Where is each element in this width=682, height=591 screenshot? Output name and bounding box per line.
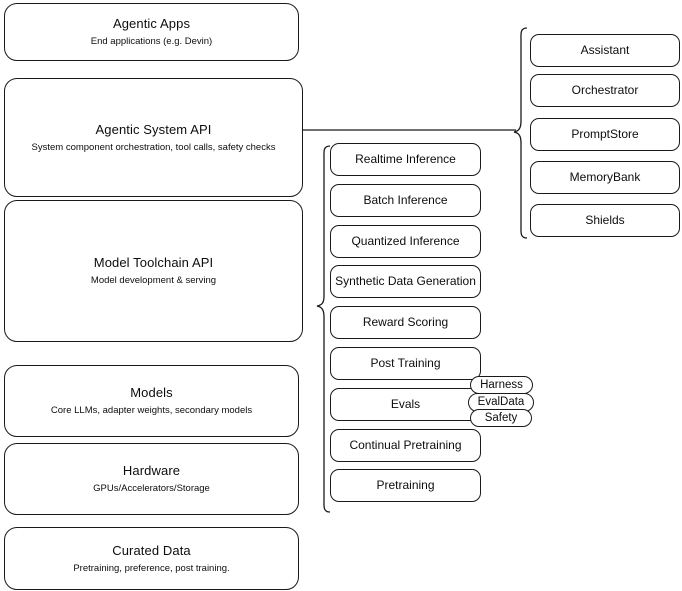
component-promptstore[interactable]: PromptStore	[530, 118, 680, 151]
component-shields[interactable]: Shields	[530, 204, 680, 237]
component-post-training[interactable]: Post Training	[330, 347, 481, 380]
component-assistant[interactable]: Assistant	[530, 34, 680, 67]
component-label: Continual Pretraining	[349, 438, 462, 452]
badge-label: Harness	[480, 378, 523, 391]
layer-subtitle: Core LLMs, adapter weights, secondary mo…	[50, 405, 253, 416]
layer-title: Agentic System API	[95, 121, 212, 137]
system-components-brace	[513, 27, 528, 239]
toolchain-components-brace	[316, 145, 331, 513]
component-batch-inference[interactable]: Batch Inference	[330, 184, 481, 217]
component-label: Post Training	[370, 356, 441, 370]
layer-title: Models	[130, 385, 173, 400]
component-label: Assistant	[580, 43, 630, 57]
layer-models[interactable]: Models Core LLMs, adapter weights, secon…	[4, 365, 299, 437]
badge-harness[interactable]: Harness	[470, 376, 533, 394]
component-reward-scoring[interactable]: Reward Scoring	[330, 306, 481, 339]
component-realtime-inference[interactable]: Realtime Inference	[330, 143, 481, 176]
layer-model-toolchain-api[interactable]: Model Toolchain API Model development & …	[4, 200, 303, 342]
component-label: Shields	[585, 213, 625, 227]
component-label: Orchestrator	[571, 83, 639, 97]
layer-title: Curated Data	[112, 542, 191, 558]
layer-subtitle: System component orchestration, tool cal…	[31, 141, 276, 153]
component-evals[interactable]: Evals	[330, 388, 481, 421]
component-label: MemoryBank	[569, 170, 641, 184]
component-quantized-inference[interactable]: Quantized Inference	[330, 225, 481, 258]
component-orchestrator[interactable]: Orchestrator	[530, 74, 680, 107]
component-memorybank[interactable]: MemoryBank	[530, 161, 680, 194]
layer-subtitle: End applications (e.g. Devin)	[90, 36, 213, 47]
layer-subtitle: Model development & serving	[90, 275, 217, 286]
layer-title: Hardware	[122, 463, 181, 478]
component-label: Reward Scoring	[362, 315, 449, 329]
layer-subtitle: GPUs/Accelerators/Storage	[93, 483, 210, 494]
component-synthetic-data-generation[interactable]: Synthetic Data Generation	[330, 265, 481, 298]
component-label: Quantized Inference	[351, 234, 460, 248]
component-label: Evals	[390, 397, 421, 411]
badge-label: Safety	[484, 411, 518, 424]
badge-label: EvalData	[477, 396, 525, 408]
layer-title: Model Toolchain API	[93, 255, 214, 270]
layer-curated-data[interactable]: Curated Data Pretraining, preference, po…	[4, 527, 299, 590]
component-label: Batch Inference	[363, 193, 448, 207]
component-label: PromptStore	[571, 127, 639, 141]
component-label: Pretraining	[376, 478, 435, 492]
layer-agentic-apps[interactable]: Agentic Apps End applications (e.g. Devi…	[4, 3, 299, 61]
component-label: Synthetic Data Generation	[335, 274, 476, 288]
layer-agentic-system-api[interactable]: Agentic System API System component orch…	[4, 78, 303, 197]
layer-title: Agentic Apps	[112, 16, 191, 31]
layer-hardware[interactable]: Hardware GPUs/Accelerators/Storage	[4, 443, 299, 515]
component-continual-pretraining[interactable]: Continual Pretraining	[330, 429, 481, 462]
badge-safety[interactable]: Safety	[470, 409, 532, 427]
component-label: Realtime Inference	[355, 152, 456, 166]
layer-subtitle: Pretraining, preference, post training.	[73, 562, 230, 574]
component-pretraining[interactable]: Pretraining	[330, 469, 481, 502]
